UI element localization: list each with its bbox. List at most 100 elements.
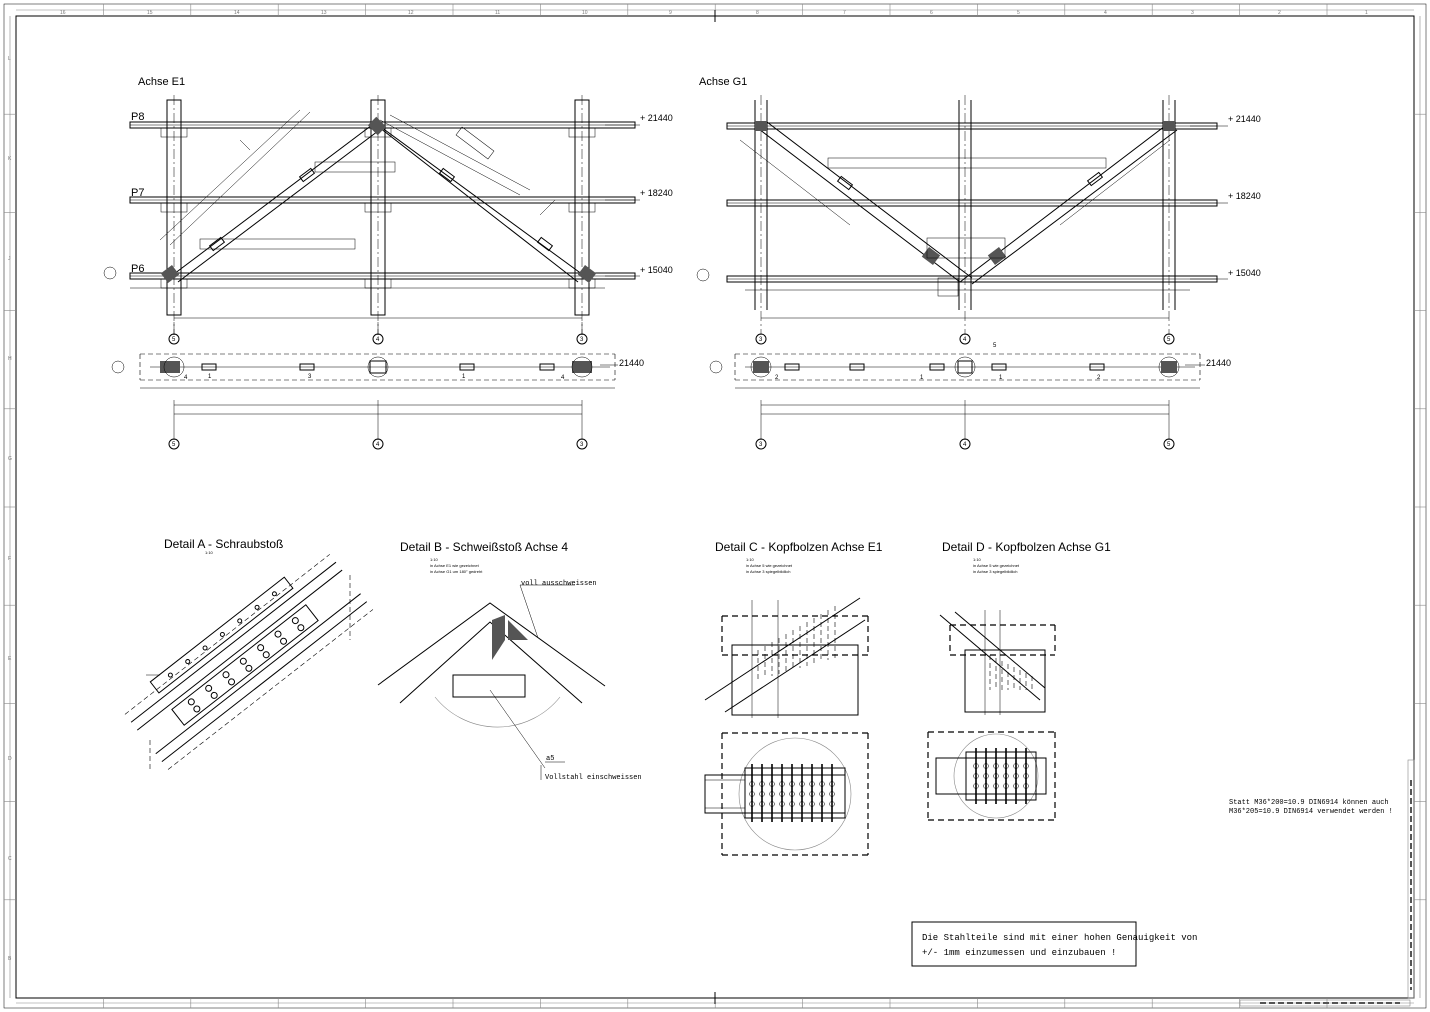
- stud-head: [749, 791, 755, 797]
- detail-b-note: in Achse G1 um 180° gedreht: [430, 569, 483, 574]
- splice-plates-g1: [755, 121, 1175, 297]
- frame-col-label: 1: [1365, 10, 1368, 16]
- detail-d-note: in Achse 5 wie gezeichnet: [973, 563, 1020, 568]
- stud-head: [799, 791, 805, 797]
- bolt-hole: [202, 645, 208, 651]
- stud-head: [749, 781, 755, 787]
- frame-col-label: 10: [582, 10, 588, 16]
- bolt-note-line2: M36*205=10.9 DIN6914 verwendet werden !: [1229, 808, 1393, 816]
- bolt-hole: [262, 651, 270, 659]
- axis-label-5: 5: [172, 337, 176, 343]
- bolt-hole: [274, 630, 282, 638]
- columns-g1: [754, 95, 1176, 335]
- bolt-hole: [167, 672, 173, 678]
- diagonal-braces-e1: [159, 109, 591, 283]
- detail-d-title: Detail D - Kopfbolzen Achse G1: [942, 540, 1111, 554]
- stud-head: [1003, 773, 1009, 779]
- stud-head: [1013, 773, 1019, 779]
- frame-col-label: 9: [669, 10, 672, 16]
- bolt-hole: [185, 659, 191, 665]
- stud-head: [789, 791, 795, 797]
- stud-head: [779, 781, 785, 787]
- frame-col-label: 8: [756, 10, 759, 16]
- bolt-hole: [239, 657, 247, 665]
- stud-head: [749, 801, 755, 807]
- axis-label-5: 5: [1167, 442, 1171, 448]
- plan-level-g1: 21440: [1206, 358, 1231, 368]
- detail-c-scale: 1:10: [746, 557, 755, 562]
- frame-col-label: 4: [1104, 10, 1107, 16]
- frame-row-label: B: [8, 956, 12, 962]
- level-label-21440: + 21440: [1228, 114, 1261, 124]
- bolt-hole: [254, 604, 260, 610]
- stud-head: [1023, 763, 1029, 769]
- bolt-hole: [219, 631, 225, 637]
- stud-head: [973, 783, 979, 789]
- frame-row-label: F: [8, 556, 11, 562]
- floor-label-p6: P6: [131, 263, 144, 275]
- bolt-hole: [193, 705, 201, 713]
- detail-d-scale: 1:10: [973, 557, 982, 562]
- stud-head: [973, 773, 979, 779]
- view-title-g1: Achse G1: [699, 76, 747, 88]
- detail-a-schraubstoss: Detail A - Schraubstoß 1:10: [124, 537, 374, 770]
- stud-head: [819, 791, 825, 797]
- stud-head: [759, 781, 765, 787]
- stud-head: [1013, 763, 1019, 769]
- beams-e1: [129, 121, 636, 289]
- frame-row-label: C: [8, 856, 12, 862]
- frame-col-label: 11: [495, 10, 500, 16]
- axis-bubbles-g1-plan: 3 4 5: [755, 438, 1175, 450]
- level-label-18240: + 18240: [1228, 191, 1261, 201]
- plan-number: 1: [208, 374, 212, 380]
- axis-bubbles-e1: 5 4 3: [168, 333, 588, 345]
- frame-col-label: 12: [408, 10, 414, 16]
- level-labels-g1: + 21440 + 18240 + 15040: [696, 114, 1261, 282]
- bolt-substitution-note: Statt M36*200=10.9 DIN6914 können auch M…: [1229, 799, 1393, 816]
- stud-head: [809, 791, 815, 797]
- stud-head: [799, 781, 805, 787]
- detail-d-note: in Achse 3 spiegelbildlich: [973, 569, 1017, 574]
- stud-head: [1003, 783, 1009, 789]
- plan-strip-e1: 21440 4 1 3 1 4 5 4 3: [111, 353, 644, 450]
- bolt-hole: [222, 671, 230, 679]
- stud-head: [829, 781, 835, 787]
- stud-head: [829, 801, 835, 807]
- axis-bubbles-g1: 3 4 5: [755, 333, 1175, 345]
- stud-head: [973, 763, 979, 769]
- stud-head: [769, 791, 775, 797]
- weld-note-a5: a5: [546, 755, 554, 763]
- accuracy-note-line2: +/- 1mm einzumessen und einzubauen !: [922, 948, 1116, 958]
- axis-label-4: 4: [376, 442, 380, 448]
- detail-b-schweissstoss: Detail B - Schweißstoß Achse 4 1:10 in A…: [377, 540, 642, 782]
- stud-head: [993, 773, 999, 779]
- stud-head: [809, 781, 815, 787]
- frame-col-label: 7: [843, 10, 846, 16]
- stud-head: [799, 801, 805, 807]
- stud-head: [779, 791, 785, 797]
- frame-row-label: K: [8, 156, 12, 162]
- bolt-hole: [291, 617, 299, 625]
- frame-row-label: L: [8, 56, 11, 62]
- frame-col-label: 2: [1278, 10, 1281, 16]
- plan-number: 4: [561, 375, 565, 381]
- axis-label-3: 3: [759, 337, 763, 343]
- elevation-achse-e1: Achse E1 P8 P7 P6: [103, 76, 673, 345]
- stud-head: [769, 801, 775, 807]
- row-label-left-column: L K J H G F E D C B: [8, 56, 12, 962]
- plan-number: 1: [999, 375, 1003, 381]
- bolt-hole: [280, 637, 288, 645]
- plan-number: 3: [308, 374, 312, 380]
- plan-top-number: 5: [993, 343, 997, 349]
- detail-b-scale: 1:10: [430, 557, 439, 562]
- axis-label-3: 3: [580, 442, 584, 448]
- detail-c-note: in Achse 5 wie gezeichnet: [746, 563, 793, 568]
- plan-number: 4: [184, 375, 188, 381]
- stud-head: [1013, 783, 1019, 789]
- plan-strip-g1: 5 21440 2 1 1 2 3 4 5: [709, 343, 1231, 450]
- stud-head: [983, 763, 989, 769]
- axis-label-4: 4: [376, 337, 380, 343]
- bolt-hole: [187, 698, 195, 706]
- level-label-21440: + 21440: [640, 113, 673, 123]
